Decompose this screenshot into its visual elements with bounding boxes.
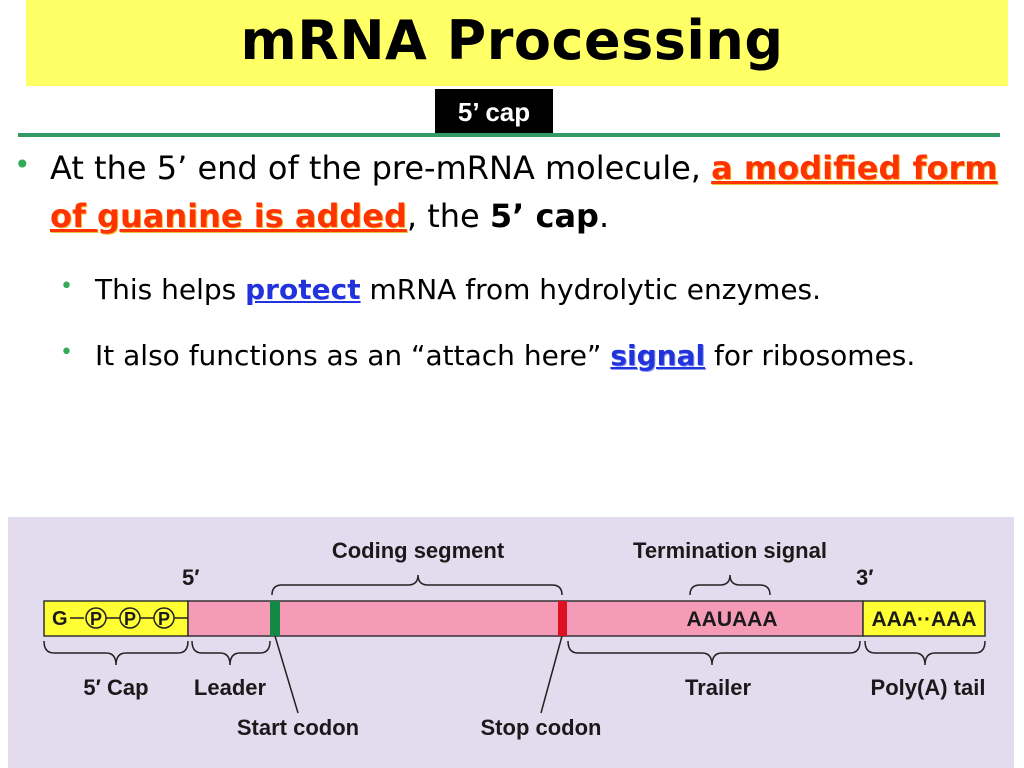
bullet-marker: •	[60, 340, 73, 365]
bullet-1-bold: 5’ cap	[489, 197, 599, 235]
slide-title: mRNA Processing	[240, 9, 784, 72]
phosphate-label: P	[158, 609, 170, 629]
start-codon-pointer	[274, 635, 299, 714]
poly-a-tail-label: Poly(A) tail	[871, 675, 986, 700]
bullet-3-highlight: signal	[610, 339, 706, 372]
bullet-2-prefix: This helps	[95, 273, 246, 306]
title-bar	[26, 0, 1008, 86]
bullet-1-mid: , the	[406, 197, 490, 235]
phosphate-label: P	[90, 609, 102, 629]
leader-label: Leader	[194, 675, 267, 700]
poly-a-segment	[862, 600, 986, 637]
bullet-2-highlight: protect	[245, 273, 361, 306]
bullet-1-prefix: At the 5’ end of the pre-mRNA molecule,	[50, 149, 712, 187]
poly-a-brace	[864, 640, 986, 666]
five-cap-brace	[43, 640, 189, 666]
bullet-1-highlight: a modified form of guanine is added	[50, 149, 998, 235]
subtitle-tag: 5’ cap	[435, 89, 553, 135]
trailer-label: Trailer	[685, 675, 751, 700]
bullet-1-suffix: .	[598, 197, 610, 235]
bullet-2-suffix: mRNA from hydrolytic enzymes.	[360, 273, 822, 306]
coding-segment-brace	[271, 574, 563, 596]
stop-codon-label: Stop codon	[481, 715, 602, 740]
bullet-3-suffix: for ribosomes.	[705, 339, 916, 372]
mrna-diagram: 5′ 3′ Coding segment Termination signal …	[8, 517, 1014, 768]
trailer-brace	[567, 640, 861, 666]
bullet-marker: •	[60, 274, 73, 299]
bullet-3: It also functions as an “attach here” si…	[95, 334, 995, 378]
five-prime-label: 5′	[182, 565, 200, 590]
leader-brace	[191, 640, 271, 666]
phosphate-label: P	[124, 609, 136, 629]
stop-codon-pointer	[540, 635, 563, 714]
termination-signal-label: Termination signal	[633, 538, 827, 563]
bullet-2: This helps protect mRNA from hydrolytic …	[95, 268, 1010, 312]
bullet-marker: •	[14, 148, 31, 181]
poly-sequence-label: AAA··AAA	[872, 608, 977, 631]
start-codon-label: Start codon	[237, 715, 359, 740]
start-codon-mark	[270, 601, 280, 636]
mrna-diagram-svg: 5′ 3′ Coding segment Termination signal …	[43, 538, 986, 740]
coding-segment-label: Coding segment	[332, 538, 505, 563]
five-cap-label: 5′ Cap	[83, 675, 148, 700]
divider-rule	[18, 133, 1000, 137]
termination-signal-brace	[689, 574, 771, 596]
mrna-body-segment	[187, 600, 864, 637]
cap-g-label: G	[52, 608, 68, 630]
bullet-3-prefix: It also functions as an “attach here”	[95, 339, 611, 372]
three-prime-label: 3′	[856, 565, 874, 590]
stop-codon-mark	[558, 601, 567, 636]
aauaaa-label: AAUAAA	[687, 608, 778, 631]
bullet-1: At the 5’ end of the pre-mRNA molecule, …	[50, 144, 1010, 240]
